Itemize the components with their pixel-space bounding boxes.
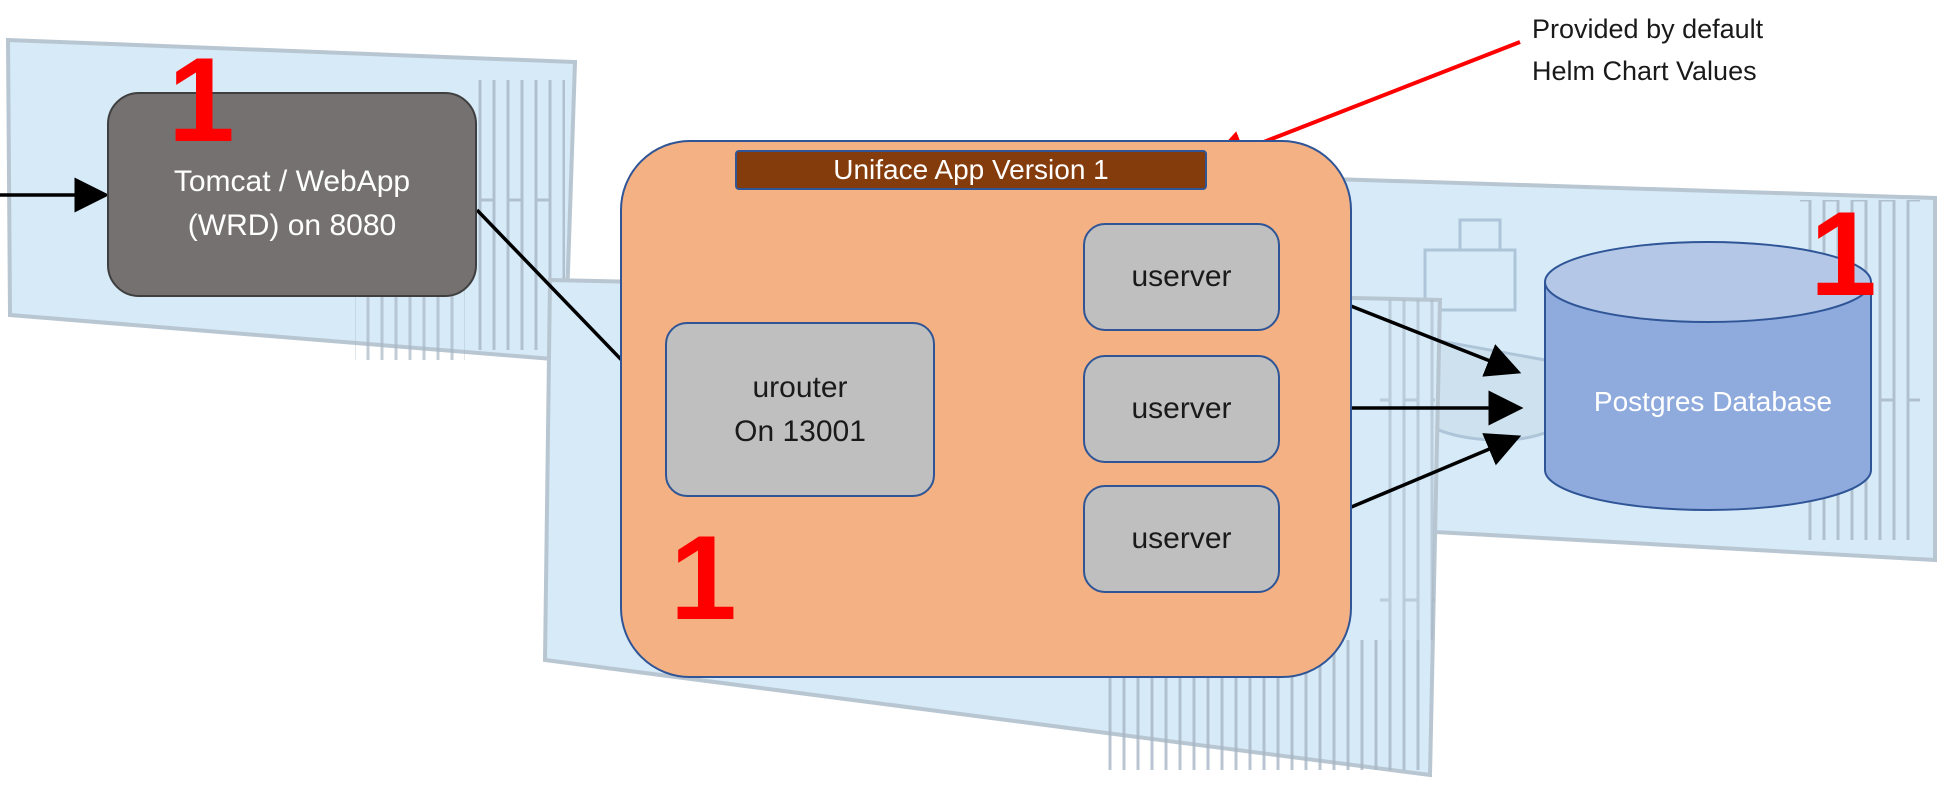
tomcat-webapp-box: Tomcat / WebApp (WRD) on 8080 [107, 92, 477, 297]
helm-chart-annotation: Provided by default Helm Chart Values [1532, 14, 1764, 86]
userver-node: userver [1083, 355, 1280, 463]
database-label: Postgres Database [1593, 386, 1833, 417]
database-replica-count: 1 [1810, 187, 1877, 321]
uniface-app-title: Uniface App Version 1 [735, 150, 1207, 190]
tomcat-replica-count: 1 [168, 33, 235, 167]
app-replica-count: 1 [670, 511, 737, 645]
postgres-database-cylinder [1544, 241, 1872, 511]
userver-node: userver [1083, 223, 1280, 331]
userver-node: userver [1083, 485, 1280, 593]
urouter-node: urouter On 13001 [665, 322, 935, 497]
